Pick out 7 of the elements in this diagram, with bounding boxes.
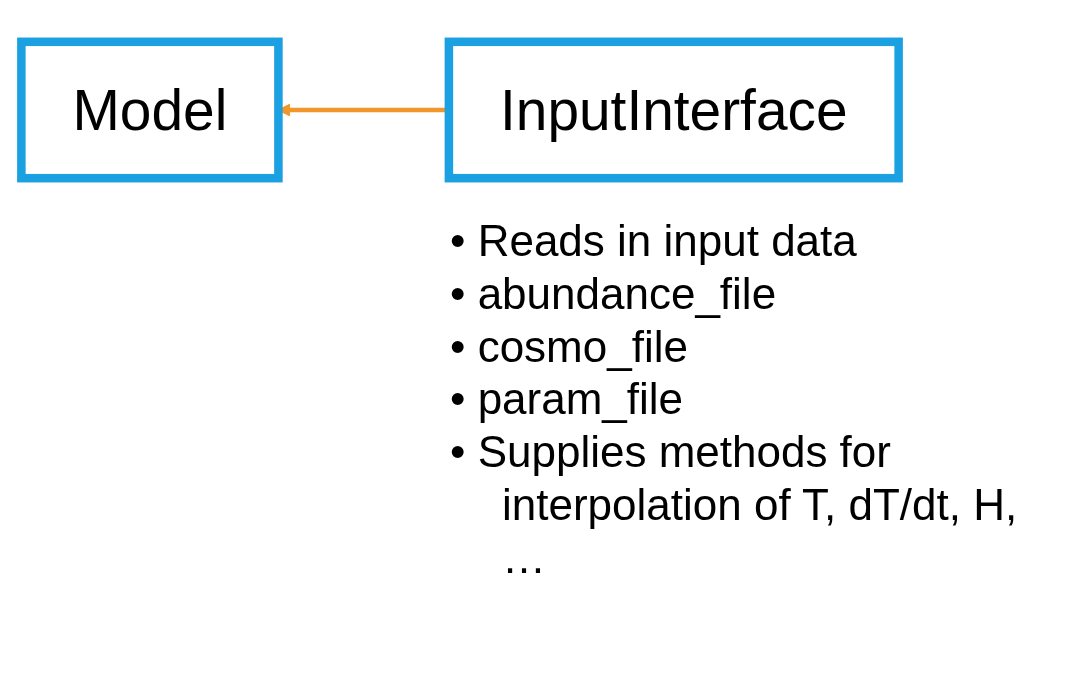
bullet-item: • abundance_file xyxy=(450,267,778,320)
bullet-item: • param_file xyxy=(450,373,685,426)
node-box: Model xyxy=(17,37,283,183)
bullet-item: • Reads in input data xyxy=(450,215,857,267)
bullet-item: • Supplies methods for interpolation of T, dT/dt, H, … xyxy=(450,426,1019,584)
bullet-item: • cosmo_file xyxy=(450,320,689,373)
node-box: InputInterface xyxy=(444,37,903,183)
